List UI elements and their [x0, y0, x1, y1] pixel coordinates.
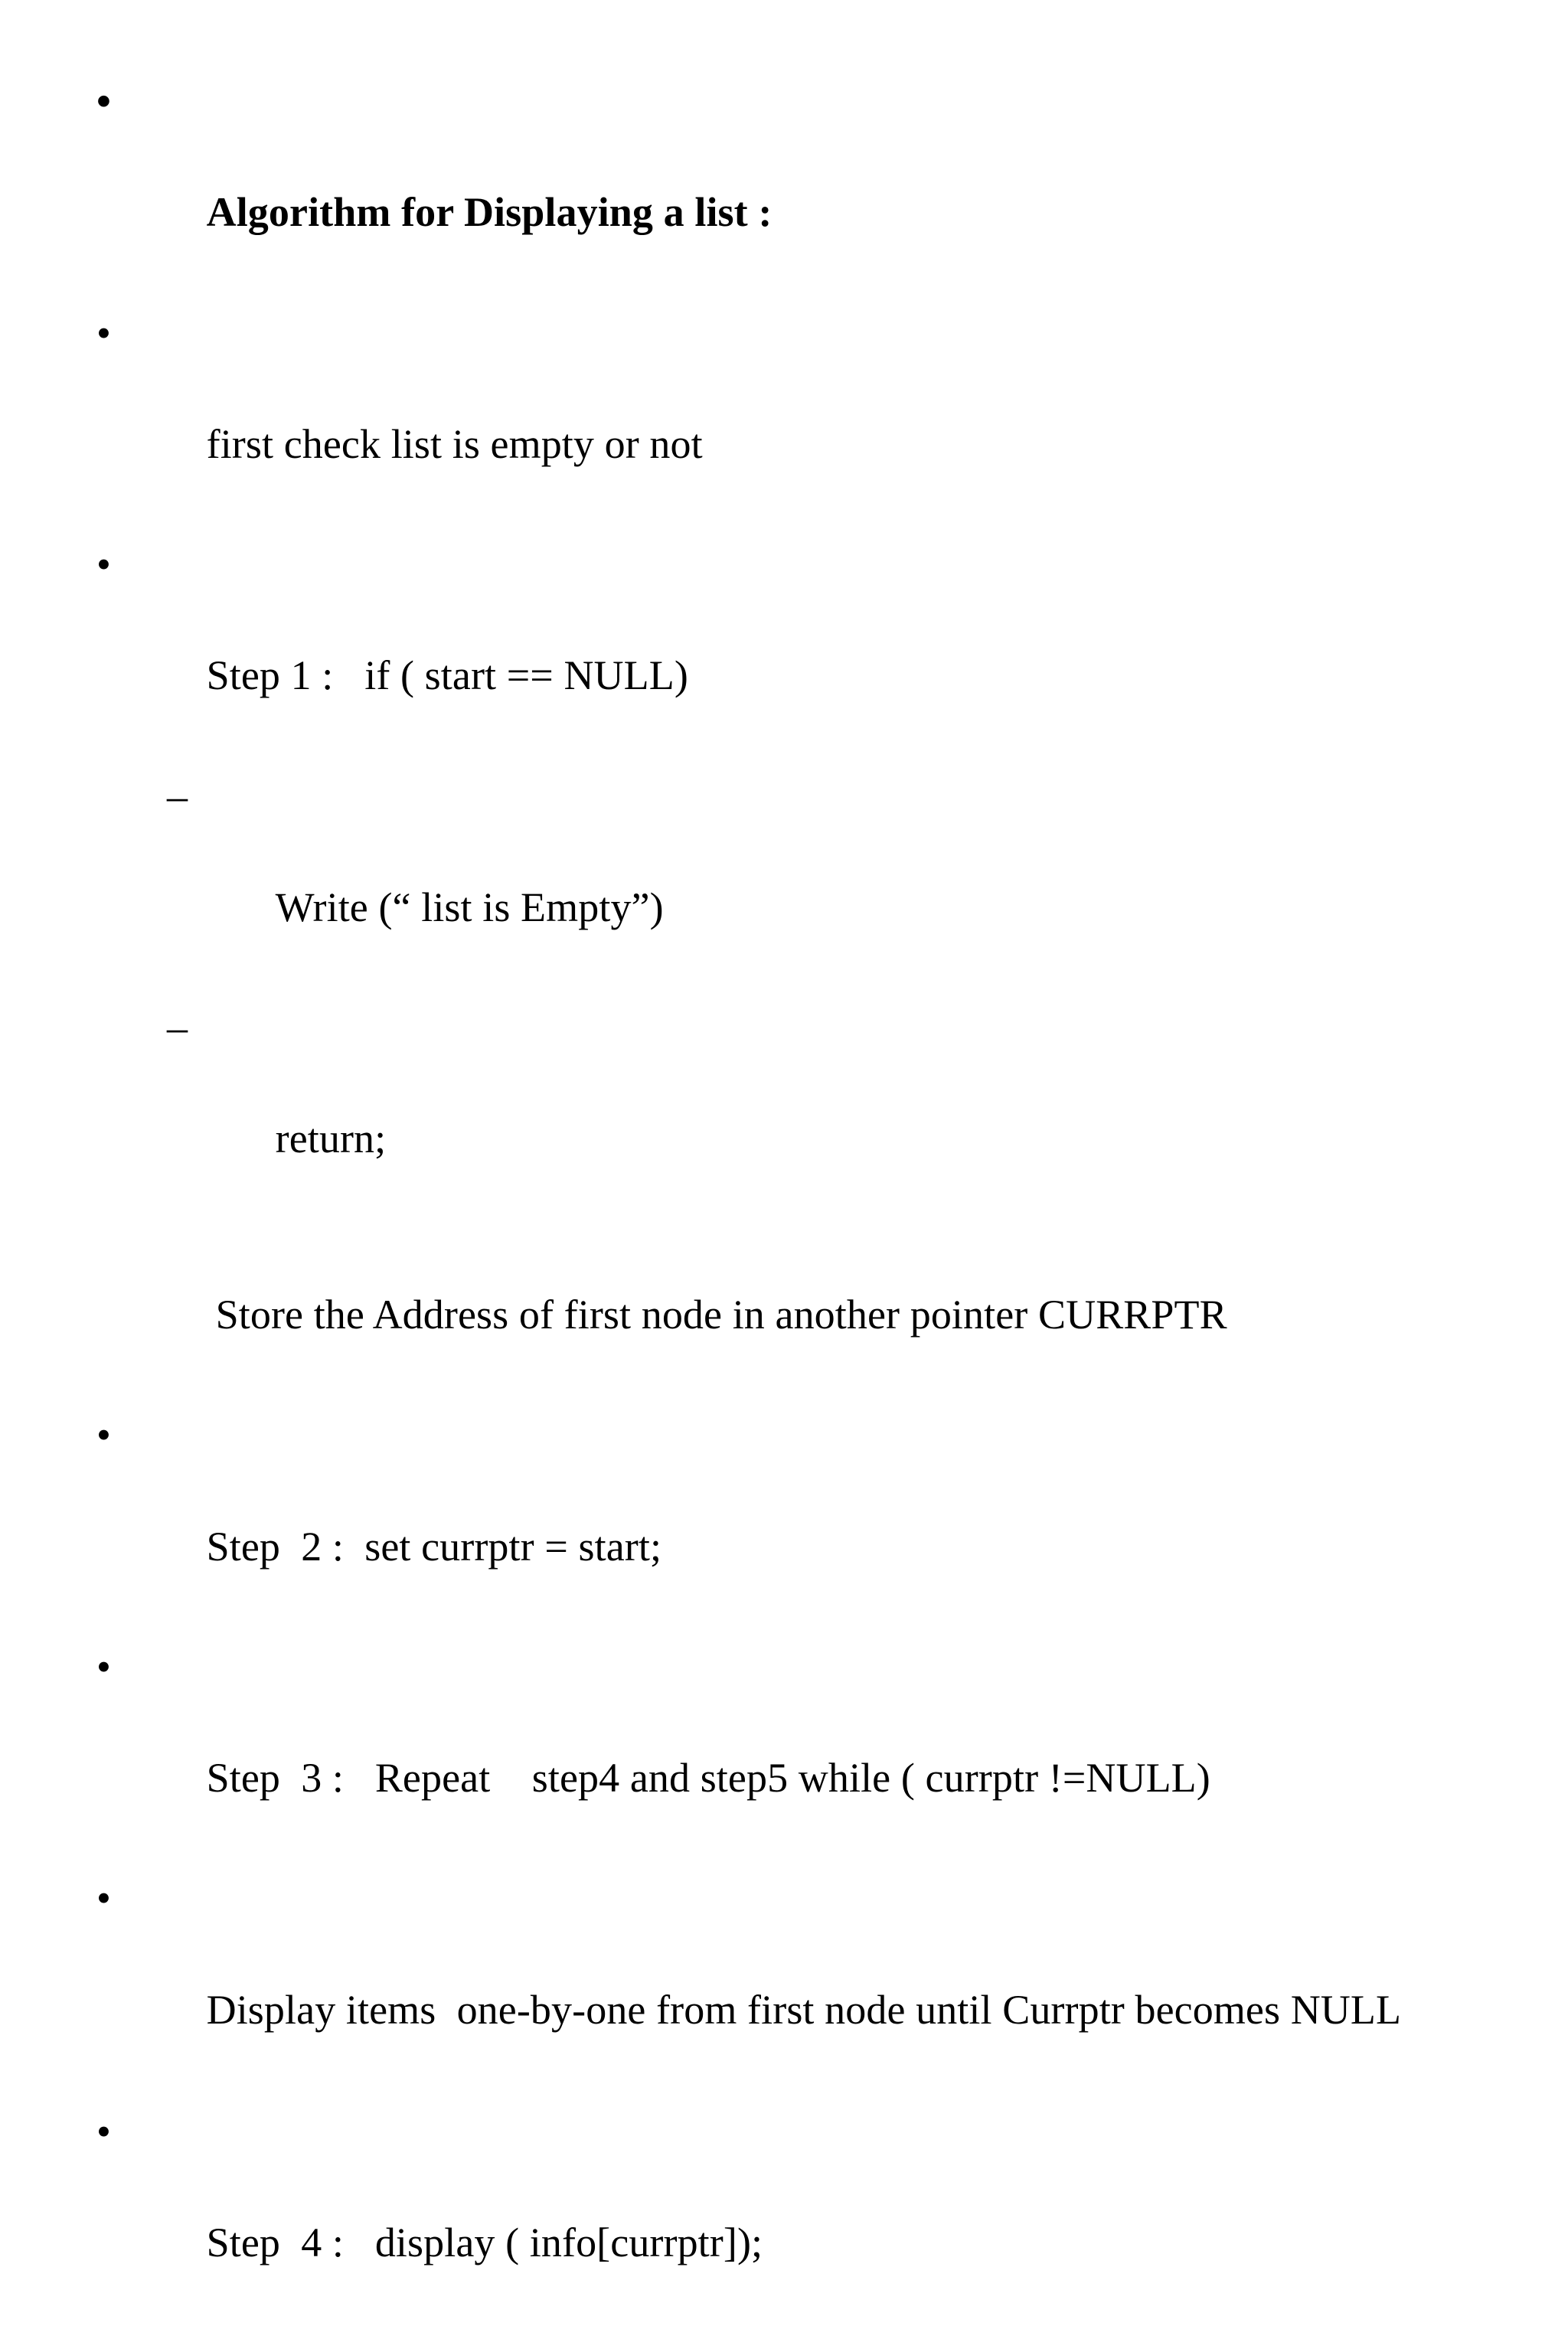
- bullet-disc-icon: [96, 1870, 127, 1926]
- list-item-text: Step 3 : Repeat step4 and step5 while ( …: [206, 1755, 1210, 1802]
- bullet-disc-icon: [96, 537, 127, 593]
- list-item-text: Step 1 : if ( start == NULL): [206, 652, 688, 699]
- list-item-text: Display items one-by-one from first node…: [206, 1986, 1402, 2033]
- bullet-disc-icon: [96, 1639, 127, 1695]
- list-item-return: return;: [84, 1000, 1484, 1223]
- bullet-disc-icon: [96, 305, 127, 361]
- list-item-algorithm-title: Algorithm for Displaying a list :: [84, 74, 1484, 296]
- list-item-step-4: Step 4 : display ( info[currptr]);: [84, 2104, 1484, 2327]
- list-item-display-items: Display items one-by-one from first node…: [84, 1870, 1484, 2093]
- slide-canvas: Algorithm for Displaying a list : first …: [0, 0, 1568, 1176]
- list-item-check-empty: first check list is empty or not: [84, 305, 1484, 528]
- list-item-step-1: Step 1 : if ( start == NULL): [84, 537, 1484, 760]
- list-item-text: Algorithm for Displaying a list :: [206, 189, 773, 236]
- list-item-after-display: After the display of this element ,Currp…: [84, 2335, 1484, 2352]
- algorithm-bullet-list: Algorithm for Displaying a list : first …: [84, 74, 1484, 2352]
- bullet-disc-icon: [96, 1407, 127, 1463]
- list-item-write-empty: Write (“ list is Empty”): [84, 769, 1484, 991]
- list-item-text: Step 2 : set currptr = start;: [206, 1523, 662, 1570]
- list-item-step-3: Step 3 : Repeat step4 and step5 while ( …: [84, 1639, 1484, 1862]
- bullet-dash-icon: [167, 769, 202, 825]
- bullet-dash-icon: [167, 1000, 202, 1056]
- list-item-step-2: Step 2 : set currptr = start;: [84, 1407, 1484, 1630]
- list-item-text: return;: [275, 1116, 387, 1162]
- list-item-text: first check list is empty or not: [206, 420, 703, 467]
- bullet-disc-icon: [96, 2104, 127, 2160]
- list-item-text: Store the Address of first node in anoth…: [215, 1292, 1227, 1338]
- list-item-text: Write (“ list is Empty”): [275, 884, 664, 930]
- list-item-store-address: Store the Address of first node in anoth…: [84, 1232, 1484, 1399]
- bullet-disc-icon: [96, 74, 127, 129]
- list-item-text: Step 4 : display ( info[currptr]);: [206, 2220, 763, 2266]
